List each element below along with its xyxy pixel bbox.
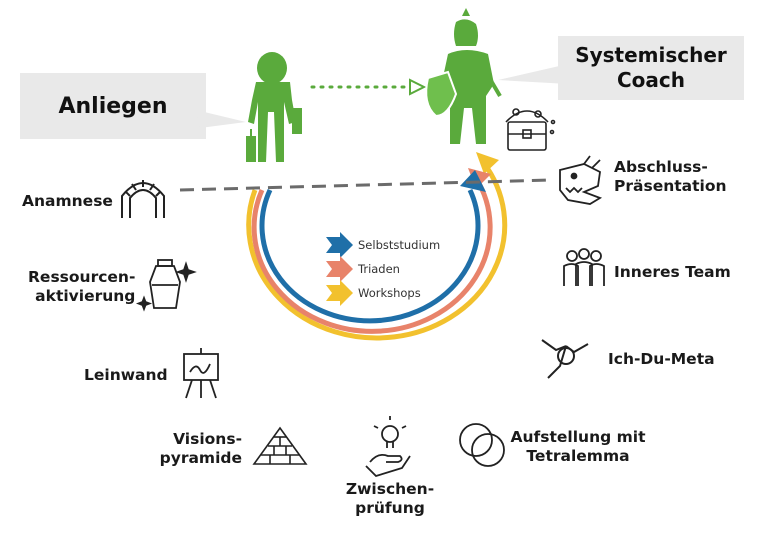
milestone-dashed-line <box>179 178 553 192</box>
step-inneres-team-label: Inneres Team <box>614 263 731 281</box>
step-aufstellung-line2: Tetralemma <box>526 447 630 465</box>
step-abschluss-label: Abschluss- Präsentation <box>614 158 727 196</box>
step-leinwand-label: Leinwand <box>84 366 168 384</box>
coach-callout: Systemischer Coach <box>558 36 744 100</box>
anliegen-callout: Anliegen <box>20 73 206 139</box>
triaden-ring <box>251 176 493 334</box>
coach-callout-tail <box>498 64 568 84</box>
step-abschluss-line2: Präsentation <box>614 177 727 195</box>
step-ressourcen-line1: Ressourcen- <box>28 268 136 286</box>
step-ichdumeta-label: Ich-Du-Meta <box>608 350 715 368</box>
step-ressourcen-line2: aktivierung <box>35 287 136 305</box>
legend-selbststudium-label: Selbststudium <box>358 238 441 252</box>
step-zwischen-label: Zwischen- prüfung <box>336 480 444 518</box>
dragon-head-icon <box>559 155 603 205</box>
anliegen-label: Anliegen <box>58 93 168 119</box>
step-anamnese-label: Anamnese <box>22 192 113 210</box>
workshops-ring <box>246 160 508 341</box>
coach-label-line1: Systemischer <box>575 43 727 67</box>
team-group-icon <box>563 248 605 286</box>
progress-arrowhead-icon <box>409 78 427 96</box>
step-ressourcen-label: Ressourcen- aktivierung <box>28 268 135 306</box>
step-aufstellung-line1: Aufstellung mit <box>510 428 646 446</box>
workshops-arrowhead <box>476 152 499 174</box>
step-visions-line1: Visions- <box>173 430 242 448</box>
step-visions-label: Visions- pyramide <box>150 430 242 468</box>
easel-icon <box>183 348 219 399</box>
coach-label-line2: Coach <box>616 68 685 92</box>
legend-workshops-label: Workshops <box>358 286 421 300</box>
step-aufstellung-label: Aufstellung mit Tetralemma <box>508 428 648 466</box>
selbststudium-ring <box>259 188 481 324</box>
pyramid-icon <box>252 426 308 465</box>
overlapping-circles-icon <box>459 423 505 467</box>
legend-arrow-selbststudium <box>326 232 353 258</box>
potion-jar-icon <box>135 259 197 312</box>
step-zwischen-line2: prüfung <box>355 499 425 517</box>
archway-icon <box>121 180 165 218</box>
legend-arrow-workshops <box>326 280 353 306</box>
knight-coach-icon <box>425 8 502 144</box>
client-figure-icon <box>246 52 302 162</box>
treasure-chest-icon <box>505 108 556 151</box>
anliegen-callout-tail <box>196 110 246 128</box>
legend-triaden-label: Triaden <box>358 262 400 276</box>
three-hands-icon <box>541 339 589 379</box>
step-abschluss-line1: Abschluss- <box>614 158 708 176</box>
step-zwischen-line1: Zwischen- <box>345 480 435 498</box>
step-visions-line2: pyramide <box>159 449 242 467</box>
lightbulb-hand-icon <box>365 416 411 478</box>
legend-arrow-triaden <box>326 256 353 282</box>
